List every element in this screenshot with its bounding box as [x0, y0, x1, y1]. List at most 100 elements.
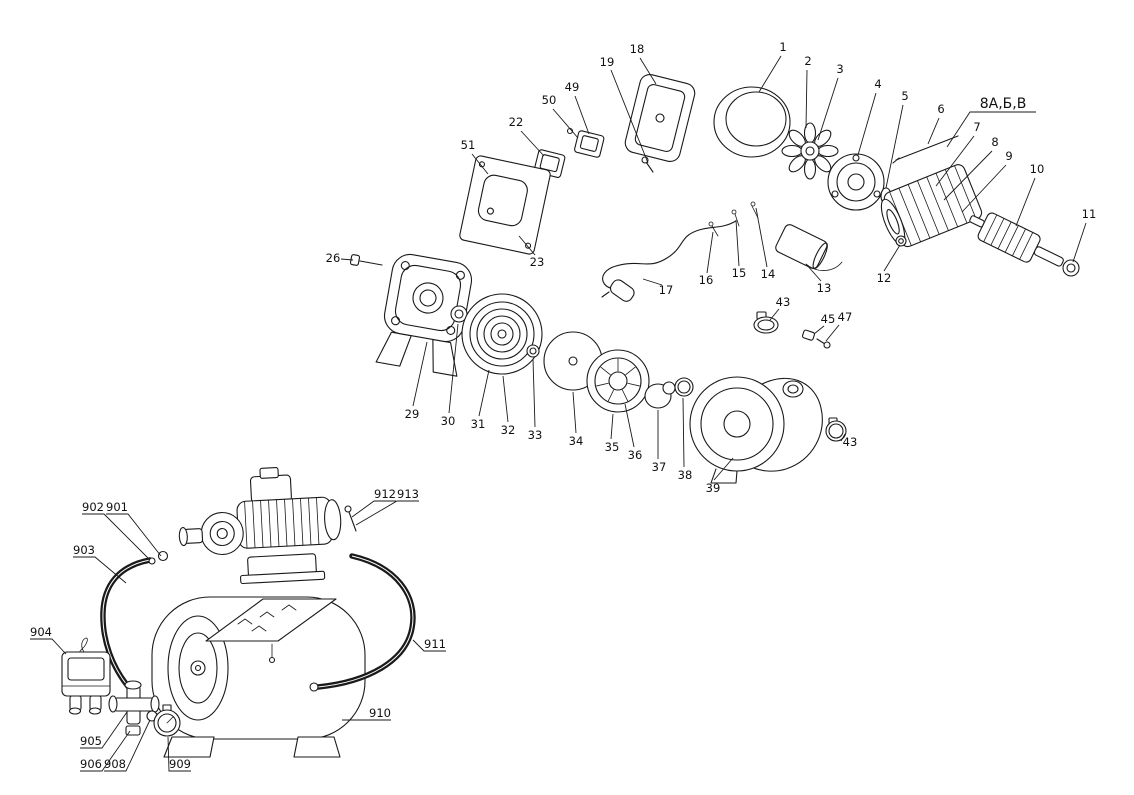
part-label-29: 29 [405, 407, 420, 421]
part-label-32: 32 [501, 423, 516, 437]
clamp-screw-set [801, 329, 831, 349]
callout-23: 23 [518, 235, 545, 269]
part-label-913: 913 [397, 487, 419, 501]
callout-11: 11 [1072, 207, 1097, 263]
motor-end-bell [827, 153, 885, 211]
bearing [1062, 259, 1080, 277]
suction-hose [100, 557, 153, 693]
part-label-906: 906 [80, 757, 102, 771]
pump-casing [689, 376, 823, 484]
part-label-909: 909 [169, 757, 191, 771]
callout-5: 5 [885, 89, 909, 189]
callout-8abv: 8А,Б,В [946, 96, 1036, 148]
callout-43-top: 43 [769, 295, 790, 321]
callout-911: 911 [412, 637, 446, 652]
part-label-901: 901 [106, 500, 128, 514]
stator-nut [895, 235, 907, 247]
part-label-23: 23 [530, 255, 545, 269]
callout-18: 18 [630, 42, 657, 85]
callout-30: 30 [441, 323, 459, 428]
inlet-fittings [148, 550, 169, 565]
callout-4: 4 [857, 77, 882, 156]
part-label-17: 17 [659, 283, 674, 297]
part-label-11: 11 [1082, 207, 1097, 221]
part-label-31: 31 [471, 417, 486, 431]
part-label-910: 910 [369, 706, 391, 720]
callout-905: 905 [80, 711, 128, 749]
part-label-9: 9 [1005, 149, 1012, 163]
five-way-fitting [108, 680, 160, 725]
part-label-22: 22 [509, 115, 524, 129]
impeller [586, 349, 650, 413]
callout-31: 31 [471, 369, 490, 431]
flange-screw [349, 254, 383, 266]
callout-39: 39 [706, 457, 734, 495]
shaft-nut [526, 344, 540, 358]
seal-ring [450, 305, 468, 323]
callout-51: 51 [461, 138, 489, 175]
part-label-30: 30 [441, 414, 456, 428]
callout-33: 33 [528, 358, 542, 442]
callout-3: 3 [817, 62, 844, 141]
callout-47: 47 [825, 310, 853, 342]
callout-10: 10 [1015, 162, 1045, 227]
part-label-37: 37 [652, 460, 667, 474]
capacitor [775, 224, 843, 271]
part-label-38: 38 [678, 468, 693, 482]
callout-34: 34 [569, 391, 583, 448]
part-label-10: 10 [1030, 162, 1045, 176]
pressure-switch [61, 637, 111, 715]
tie-rod [892, 135, 959, 164]
part-label-15: 15 [732, 266, 747, 280]
part-label-7: 7 [973, 120, 980, 134]
part-label-6: 6 [937, 102, 944, 116]
callout-908: 908 [104, 719, 151, 772]
callout-36: 36 [624, 403, 642, 462]
part-label-51: 51 [461, 138, 476, 152]
part-label-903: 903 [73, 543, 95, 557]
pressure-gauge [153, 704, 181, 737]
callout-45: 45 [813, 312, 835, 335]
callout-904: 904 [30, 625, 67, 655]
part-label-14: 14 [761, 267, 776, 281]
callout-910: 910 [342, 706, 391, 721]
part-label-3: 3 [836, 62, 843, 76]
callout-909: 909 [167, 736, 191, 772]
mechanical-seal-disc [461, 293, 543, 375]
part-label-47: 47 [838, 310, 853, 324]
callout-37: 37 [652, 410, 667, 474]
fan-cover [713, 86, 791, 158]
callout-1: 1 [758, 40, 787, 93]
callout-912: 912 [351, 487, 396, 518]
part-label-49: 49 [565, 80, 580, 94]
pump-unit [178, 467, 342, 585]
part-label-19: 19 [600, 55, 615, 69]
callout-7: 7 [935, 120, 981, 187]
pressure-tank [151, 596, 366, 758]
mounting-screw [344, 505, 357, 532]
part-label-905: 905 [80, 734, 102, 748]
drawing-top-assembly [349, 73, 1080, 484]
terminal-box-cover [624, 73, 696, 163]
part-label-908: 908 [104, 757, 126, 771]
cover-screw [641, 156, 654, 173]
callout-12: 12 [877, 244, 901, 285]
callout-913: 913 [355, 487, 419, 526]
part-label-5: 5 [901, 89, 908, 103]
callout-901: 901 [106, 500, 162, 557]
power-cable [601, 220, 737, 302]
part-label-50: 50 [542, 93, 557, 107]
hose-clamp-top [753, 311, 779, 334]
o-ring [674, 377, 694, 397]
callout-2: 2 [804, 54, 812, 129]
part-label-1: 1 [779, 40, 786, 54]
part-label-904: 904 [30, 625, 52, 639]
part-label-13: 13 [817, 281, 832, 295]
pressure-hose [309, 553, 416, 692]
part-label-39: 39 [706, 481, 721, 495]
part-label-26: 26 [326, 251, 341, 265]
part-label-8: 8 [991, 135, 998, 149]
callout-35: 35 [605, 413, 619, 454]
part-label-902: 902 [82, 500, 104, 514]
callout-13: 13 [805, 263, 832, 295]
